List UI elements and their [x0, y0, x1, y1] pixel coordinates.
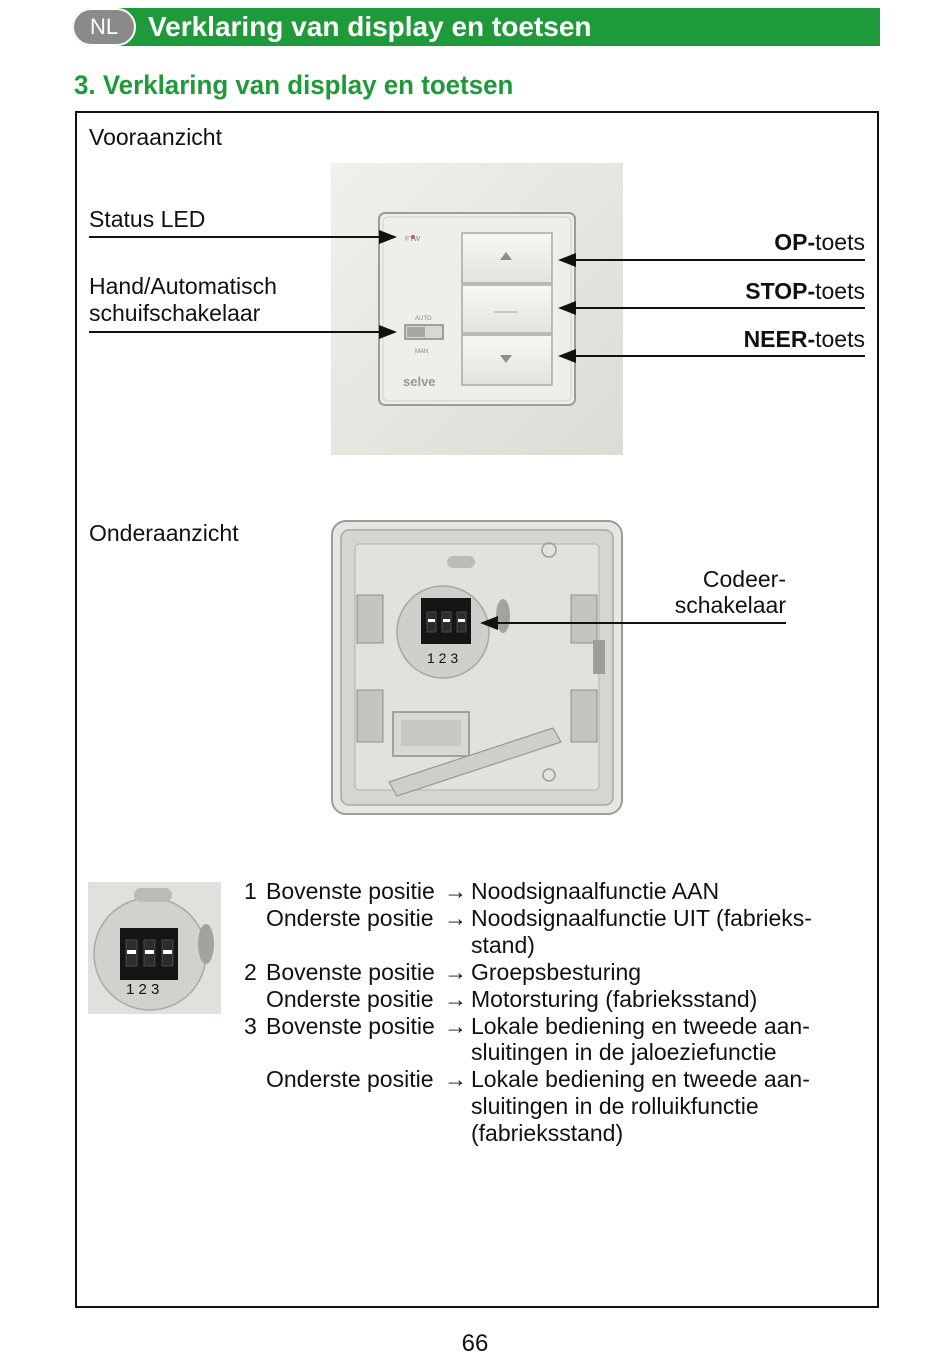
legend-text: Lokale bediening en tweede aan- [471, 1066, 810, 1092]
language-badge: NL [72, 8, 136, 46]
legend-text: (fabrieksstand) [471, 1120, 624, 1146]
legend-text: Noodsignaalfunctie UIT (fabrieks- [471, 905, 812, 931]
arrow-icon: → [444, 878, 467, 904]
content-frame [75, 111, 879, 1308]
legend-position: Onderste positie [266, 1066, 434, 1092]
legend-text: Lokale bediening en tweede aan- [471, 1013, 810, 1039]
down-key-leader [574, 355, 865, 357]
legend-text: stand) [471, 932, 535, 958]
legend-position: Bovenste positie [266, 1013, 435, 1039]
arrow-icon: → [444, 986, 467, 1012]
front-view-caption: Vooraanzicht [89, 124, 222, 150]
stop-key-leader [574, 307, 865, 309]
slider-leader [89, 331, 381, 333]
legend-number: 2 [244, 959, 257, 985]
legend-text: sluitingen in de rolluikfunctie [471, 1093, 759, 1119]
legend-text: Noodsignaalfunctie AAN [471, 878, 720, 904]
up-key-label: OP-toets [774, 229, 865, 255]
header-band [72, 8, 880, 46]
arrow-icon: → [444, 1066, 467, 1092]
svg-text:selve: selve [403, 374, 436, 389]
slider-label-line2: schuifschakelaar [89, 300, 261, 326]
bottom-view-caption: Onderaanzicht [89, 520, 239, 546]
legend-position: Bovenste positie [266, 878, 435, 904]
coder-label-line1: Codeer- [702, 566, 786, 592]
down-key-arrow-icon [558, 349, 576, 363]
legend-position: Onderste positie [266, 986, 434, 1012]
svg-text:MAN: MAN [415, 349, 428, 355]
svg-text:AUTO: AUTO [415, 316, 432, 322]
stop-key-arrow-icon [558, 301, 576, 315]
svg-text:1 2 3: 1 2 3 [126, 981, 159, 998]
coder-label-line2: schakelaar [674, 592, 786, 618]
legend-number: 3 [244, 1013, 257, 1039]
stop-key-label: STOP-toets [745, 278, 865, 304]
section-title: 3. Verklaring van display en toetsen [74, 70, 514, 100]
arrow-icon: → [444, 1013, 467, 1039]
legend-number: 1 [244, 878, 257, 904]
legend-text: Motorsturing (fabrieksstand) [471, 986, 758, 1012]
down-key-label: NEER-toets [743, 326, 865, 352]
coder-arrow-icon [480, 616, 498, 630]
status-led-leader [89, 236, 381, 238]
arrow-icon: → [444, 959, 467, 985]
coder-leader [496, 622, 786, 624]
legend-position: Onderste positie [266, 905, 434, 931]
bottom-view-photo: 1 2 3 [331, 520, 623, 815]
svg-text:1 2 3: 1 2 3 [427, 650, 458, 666]
up-key-arrow-icon [558, 253, 576, 267]
status-led-label: Status LED [89, 206, 206, 232]
up-key-leader [574, 259, 865, 261]
front-view-photo: FTW AUTO MAN selve [331, 163, 623, 455]
legend-text: Groepsbesturing [471, 959, 642, 985]
legend-position: Bovenste positie [266, 959, 435, 985]
slider-arrow-icon [379, 325, 397, 339]
coder-switch-detail-photo: 1 2 3 [88, 882, 221, 1014]
arrow-icon: → [444, 905, 467, 931]
header-title: Verklaring van display en toetsen [148, 11, 592, 42]
svg-text:FTW: FTW [405, 236, 421, 243]
status-led-arrow-icon [379, 230, 397, 244]
page-number: 66 [461, 1330, 489, 1357]
legend-text: sluitingen in de jaloeziefunctie [471, 1039, 777, 1065]
slider-label-line1: Hand/Automatisch [89, 273, 277, 299]
